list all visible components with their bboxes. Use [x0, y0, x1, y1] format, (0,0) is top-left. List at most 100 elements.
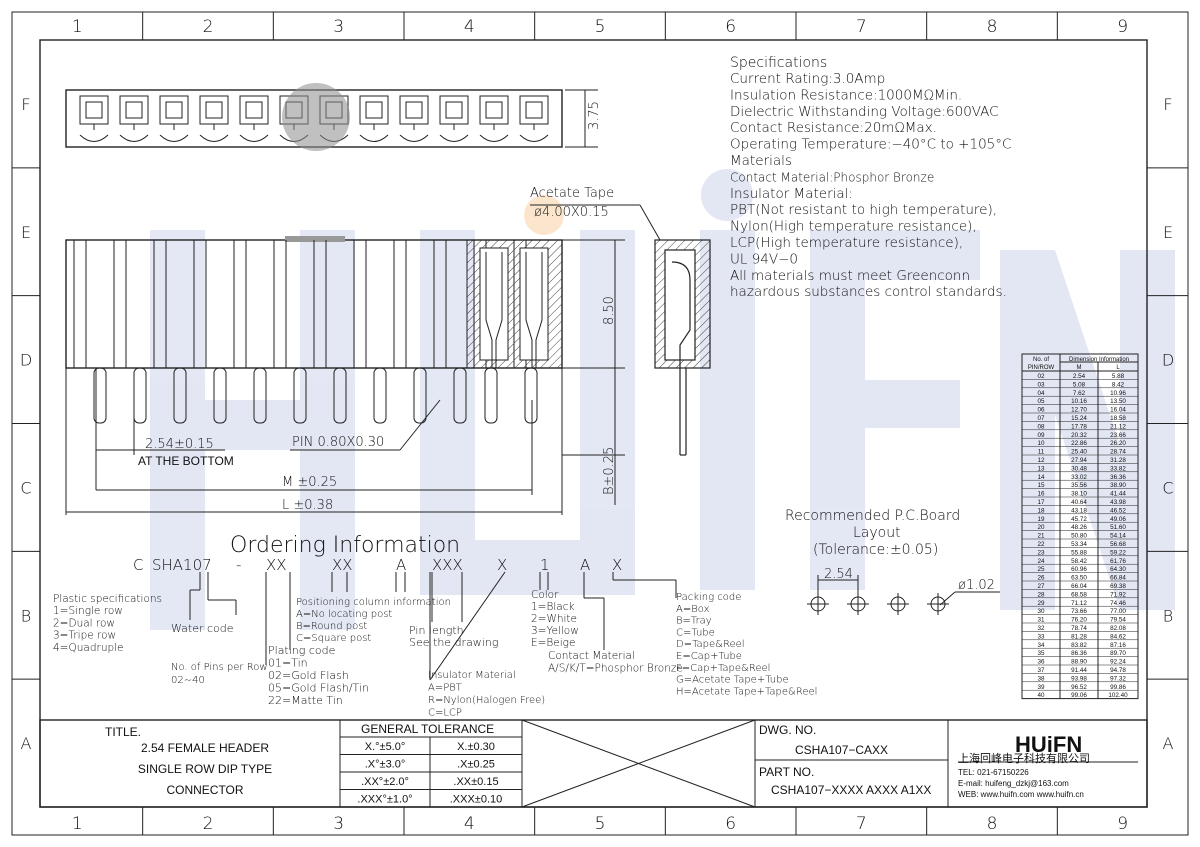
zone-row-label: C	[20, 478, 31, 497]
table-cell: 2.54	[1073, 373, 1086, 380]
ordering-text: 2=White	[531, 613, 577, 625]
tolerance-rows: X.°±5.0°X.±0.30.X°±3.0°.X±0.25.XX°±2.0°.…	[357, 741, 502, 806]
pin	[93, 367, 107, 424]
table-cell: 66.84	[1110, 575, 1126, 582]
table-cell: 35	[1037, 650, 1045, 657]
dim-m: M ±0.25	[282, 475, 337, 490]
pin	[173, 367, 187, 424]
title-line: SINGLE ROW DIP TYPE	[138, 762, 272, 776]
zone-col-label: 4	[464, 814, 475, 834]
specifications: Specifications Current Rating:3.0AmpInsu…	[730, 55, 1011, 300]
table-cell: 97.32	[1110, 675, 1126, 682]
table-cell: 13	[1037, 465, 1045, 472]
table-cell: 41.44	[1110, 491, 1126, 498]
table-cell: 18	[1037, 507, 1045, 514]
table-cell: 27.94	[1071, 457, 1087, 464]
contact-cell	[239, 95, 269, 125]
table-cell: 23.66	[1110, 432, 1126, 439]
title-line: 2.54 FEMALE HEADER	[141, 741, 269, 755]
table-cell: 21	[1037, 533, 1045, 540]
table-cell: 68.58	[1071, 591, 1087, 598]
table-cell: 86.36	[1071, 650, 1087, 657]
ordering-text: No. of Pins per Row	[171, 662, 268, 673]
table-cell: 36.36	[1110, 474, 1126, 481]
table-cell: 25	[1037, 566, 1045, 573]
table-cell: 7.62	[1073, 390, 1086, 397]
table-cell: 31	[1037, 617, 1045, 624]
pin	[253, 367, 267, 424]
ordering-text: 4=Quadruple	[53, 642, 124, 654]
ordering-text: H=Acetate Tape+Tape&Reel	[676, 686, 817, 697]
ordering-text: C=LCP	[428, 708, 462, 719]
zone-row-label: A	[1163, 734, 1174, 753]
top-view-contacts	[79, 95, 549, 142]
zone-col-label: 1	[72, 814, 83, 834]
ordering-text: D=Tape&Reel	[676, 639, 745, 650]
table-cell: 17	[1037, 499, 1045, 506]
pcb-layout: Recommended P.C.Board Layout (Tolerance:…	[785, 508, 1000, 615]
spec-line: Dielectric Withstanding Voltage:600VAC	[730, 104, 999, 120]
ordering-text: 3=Yellow	[531, 625, 579, 637]
table-cell: 8.42	[1112, 381, 1125, 388]
table-cell: 31.28	[1110, 457, 1126, 464]
acetate-size: ø4.00X0.15	[534, 205, 609, 220]
zone-col-label: 8	[987, 814, 998, 834]
contact-cell	[199, 95, 229, 125]
ordering-text: See the drawing	[409, 636, 498, 649]
table-header: L	[1116, 365, 1120, 371]
table-cell: 06	[1037, 407, 1045, 414]
ordering-text: G=Acetate Tape+Tube	[676, 675, 789, 686]
zone-col-label: 3	[333, 17, 344, 37]
company-email: E-mail: huifeng_dzkj@163.com	[958, 779, 1069, 788]
zone-row-label: F	[21, 95, 30, 114]
contact-cell	[439, 95, 469, 125]
pin	[213, 367, 227, 424]
table-cell: 56.68	[1110, 541, 1126, 548]
tolerance-linear: .X±0.25	[457, 759, 495, 771]
zone-col-label: 9	[1117, 814, 1128, 834]
ordering-text: 1=Black	[531, 601, 575, 613]
order-code-part: A	[396, 556, 406, 574]
order-code-part: XX	[266, 556, 287, 574]
table-cell: 79.54	[1110, 617, 1126, 624]
table-cell: 88.90	[1071, 659, 1087, 666]
table-cell: 05	[1037, 398, 1045, 405]
table-cell: 76.20	[1071, 617, 1087, 624]
table-header: No. of	[1033, 357, 1049, 363]
ordering-text: 01=Tin	[268, 657, 308, 670]
ordering-text: Packing code	[676, 592, 741, 603]
contact-cell	[399, 95, 429, 125]
table-cell: 28.74	[1110, 449, 1126, 456]
zone-row-label: C	[1162, 478, 1173, 497]
table-cell: 12.70	[1071, 407, 1087, 414]
contact-hole	[405, 101, 423, 119]
table-cell: 15	[1037, 482, 1045, 489]
ordering-text: A=No locating post	[296, 609, 392, 620]
table-cell: 27	[1037, 583, 1045, 590]
table-cell: 02	[1037, 373, 1045, 380]
ordering-text: R=Nylon(Halogen Free)	[428, 695, 545, 706]
table-cell: 69.38	[1110, 583, 1126, 590]
table-cell: 38.90	[1110, 482, 1126, 489]
dim-body-height: 8.50	[602, 296, 617, 325]
pin	[524, 367, 538, 424]
order-code-part: -	[236, 556, 241, 574]
ordering-text: B=Round post	[296, 621, 367, 632]
zone-row-label: E	[1163, 223, 1173, 242]
table-cell: 5.88	[1112, 373, 1125, 380]
table-cell: 04	[1037, 390, 1045, 397]
spec-line: Nylon(High temperature resistance),	[730, 219, 977, 235]
table-cell: 33	[1037, 633, 1045, 640]
table-cell: 61.76	[1110, 558, 1126, 565]
table-cell: 19	[1037, 516, 1045, 523]
table-cell: 16.04	[1110, 407, 1126, 414]
contact-cell	[479, 95, 509, 125]
